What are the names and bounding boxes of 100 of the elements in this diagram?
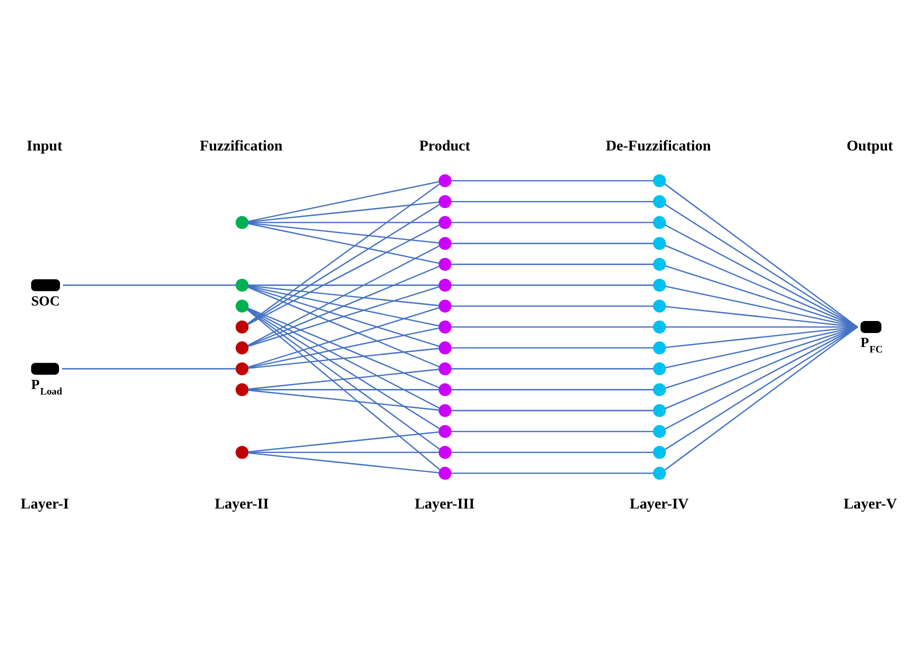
label: Layer-V <box>844 496 897 512</box>
connector <box>248 180 440 222</box>
node-circle <box>236 320 249 333</box>
connector <box>451 368 654 369</box>
node-circle <box>653 278 666 292</box>
connector <box>248 307 440 388</box>
node-circle <box>438 299 452 312</box>
node-circle <box>236 278 249 292</box>
connector <box>664 326 858 430</box>
connector <box>665 326 858 409</box>
node-circle <box>438 424 452 438</box>
connector <box>248 451 439 453</box>
connector <box>248 347 439 368</box>
node-circle <box>653 236 666 250</box>
connector <box>62 368 236 369</box>
node-circle <box>438 236 452 250</box>
node-label: P$_{FC}$ <box>860 336 883 356</box>
connector <box>665 264 858 328</box>
connector <box>248 285 440 326</box>
label: Fuzzification <box>200 138 283 154</box>
node-circle <box>438 257 452 270</box>
node-circle <box>236 445 249 458</box>
connector <box>451 326 654 328</box>
label: Output <box>846 138 893 154</box>
connector <box>248 452 439 473</box>
node-circle <box>653 445 666 458</box>
connector <box>247 203 440 324</box>
node-circle <box>438 445 452 458</box>
connector <box>248 306 440 368</box>
connector <box>248 221 439 223</box>
connector <box>246 182 440 324</box>
node-label: P$_{Load}$ <box>31 377 62 397</box>
label: Layer-I <box>20 496 69 512</box>
label: Layer-III <box>414 496 475 512</box>
node-circle <box>438 216 452 228</box>
connector <box>451 430 654 432</box>
connector <box>451 242 654 244</box>
connector <box>451 451 654 453</box>
connector <box>451 409 654 411</box>
node-circle <box>653 194 666 208</box>
node-circle <box>653 424 666 438</box>
connector <box>665 244 858 328</box>
node-circle <box>438 174 452 187</box>
node-label: SOC <box>31 294 60 309</box>
connector <box>248 368 439 390</box>
connector <box>665 326 858 388</box>
node-circle <box>438 404 452 417</box>
connector <box>248 389 439 410</box>
node-circle <box>653 466 666 480</box>
connector <box>248 284 439 306</box>
node-box <box>31 278 60 291</box>
connector <box>248 222 440 264</box>
label: Layer-IV <box>630 496 689 512</box>
node-circle <box>653 340 666 354</box>
connector <box>451 472 654 474</box>
connector <box>247 308 440 429</box>
node-circle <box>653 216 666 228</box>
label: Layer-II <box>214 496 269 512</box>
connector <box>247 224 440 325</box>
node-circle <box>653 174 666 187</box>
node-circle <box>653 404 666 417</box>
node-circle <box>236 299 249 312</box>
node-circle <box>438 340 452 354</box>
connector <box>248 286 440 367</box>
node-circle <box>653 362 666 375</box>
connector <box>248 201 439 222</box>
connector <box>248 388 439 390</box>
connector <box>664 224 858 328</box>
connector <box>248 265 440 346</box>
connector <box>248 430 439 452</box>
label: Input <box>26 138 62 154</box>
node-circle <box>236 216 249 228</box>
connector <box>248 284 439 286</box>
connector <box>451 304 654 306</box>
node-box <box>31 362 59 374</box>
connector <box>247 307 440 408</box>
connector <box>247 244 440 346</box>
node-circle <box>653 382 666 396</box>
node-circle <box>236 382 249 396</box>
node-circle <box>438 194 452 208</box>
connector <box>451 388 654 390</box>
node-circle <box>438 278 452 292</box>
node-circle <box>438 362 452 375</box>
connector <box>451 346 654 348</box>
node-circle <box>438 320 452 333</box>
node-circle <box>653 320 666 333</box>
connector <box>62 284 236 286</box>
connector <box>451 284 654 286</box>
node-circle <box>438 382 452 396</box>
connector <box>451 180 654 181</box>
node-circle <box>653 257 666 270</box>
node-box <box>860 320 882 332</box>
label: Product <box>419 138 470 154</box>
node-circle <box>236 340 249 354</box>
connector <box>248 326 440 368</box>
connector <box>248 222 439 244</box>
node-circle <box>653 299 666 312</box>
connector <box>451 221 654 223</box>
label: De-Fuzzification <box>606 138 711 154</box>
connector <box>451 263 654 264</box>
